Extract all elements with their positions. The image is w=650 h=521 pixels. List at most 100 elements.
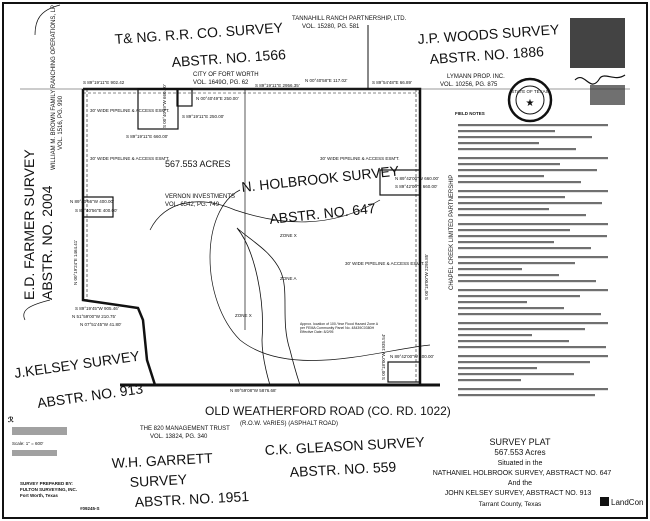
svg-text:S 89°19'11"E 250.00': S 89°19'11"E 250.00' — [182, 114, 224, 119]
field-note-line — [458, 322, 608, 325]
field-note-line — [458, 394, 595, 397]
svg-text:VOL. 13824, PG. 340: VOL. 13824, PG. 340 — [150, 434, 208, 440]
field-note-line — [458, 379, 521, 382]
survey-label-woods: J.P. WOODS SURVEY ABSTR. NO. 1886 — [417, 21, 560, 67]
svg-text:LandCon: LandCon — [611, 498, 643, 507]
surveyor-seal: STATE OF TEXAS ★ — [507, 77, 553, 123]
acreage-label: 567.553 ACRES — [165, 159, 231, 169]
svg-text:THE 820 MANAGEMENT TRUST: THE 820 MANAGEMENT TRUST — [140, 426, 230, 432]
field-note-line — [458, 241, 554, 244]
svg-text:VOL. 10256, PG. 875: VOL. 10256, PG. 875 — [440, 82, 498, 88]
svg-text:ABSTR. NO. 1886: ABSTR. NO. 1886 — [429, 43, 544, 67]
svg-text:S 00°18'00"W 1935.54': S 00°18'00"W 1935.54' — [381, 334, 386, 380]
svg-text:N 89°42'00"W 660.00': N 89°42'00"W 660.00' — [395, 176, 439, 181]
svg-text:N 00°40'49"E 250.00': N 00°40'49"E 250.00' — [196, 96, 239, 101]
svg-text:Fort Worth, Texas: Fort Worth, Texas — [20, 493, 58, 498]
svg-text:S 89°19'11"E 902.42: S 89°19'11"E 902.42 — [83, 80, 125, 85]
surveyor-info — [590, 85, 625, 105]
svg-text:30' WIDE PIPELINE & ACCESS ESM: 30' WIDE PIPELINE & ACCESS ESM'T. — [90, 108, 170, 113]
field-note-line — [458, 223, 608, 226]
plat-title-block: SURVEY PLAT 567.553 Acres Situated in th… — [433, 437, 612, 508]
svg-text:S 89°19'11"E 2956.35': S 89°19'11"E 2956.35' — [255, 83, 300, 88]
field-note-line — [458, 295, 580, 298]
svg-text:LYMANN PROP. INC.: LYMANN PROP. INC. — [447, 74, 505, 80]
svg-text:VOL. 6542, PG. 749: VOL. 6542, PG. 749 — [165, 202, 220, 208]
svg-text:NATHANIEL HOLBROOK SURVEY, ABS: NATHANIEL HOLBROOK SURVEY, ABSTRACT NO. … — [433, 470, 612, 477]
svg-text:ABSTR. NO. 1566: ABSTR. NO. 1566 — [171, 46, 286, 70]
svg-text:S 89°54'48"E 66.89': S 89°54'48"E 66.89' — [372, 80, 412, 85]
svg-text:30' WIDE PIPELINE & ACCESS ESM: 30' WIDE PIPELINE & ACCESS ESM'T. — [320, 156, 400, 161]
svg-text:Scale: 1" = 600': Scale: 1" = 600' — [12, 441, 43, 446]
tract-fort-worth — [176, 88, 193, 107]
easement-labels: 30' WIDE PIPELINE & ACCESS ESM'T. 30' WI… — [90, 108, 425, 266]
field-note-line — [458, 367, 537, 370]
svg-text:E.D. FARMER SURVEY: E.D. FARMER SURVEY — [21, 149, 37, 300]
field-note-line — [458, 340, 569, 343]
svg-text:S 89°42'00"E 660.00': S 89°42'00"E 660.00' — [395, 184, 438, 189]
field-note-line — [458, 208, 549, 211]
field-note-line — [458, 124, 608, 127]
field-note-line — [458, 313, 601, 316]
field-note-line — [458, 190, 608, 193]
flood-zone-curve — [209, 189, 431, 361]
field-note-line — [458, 202, 602, 205]
svg-text:ZONE X: ZONE X — [280, 233, 297, 238]
svg-text:W.H. GARRETT: W.H. GARRETT — [111, 450, 213, 471]
svg-text:Situated in the: Situated in the — [498, 460, 543, 467]
field-note-line — [458, 289, 608, 292]
field-note-line — [458, 307, 564, 310]
field-note-line — [458, 268, 522, 271]
survey-label-farmer: E.D. FARMER SURVEY ABSTR. NO. 2004 — [21, 149, 55, 300]
svg-text:VOL. 15280, PG. 581: VOL. 15280, PG. 581 — [302, 24, 360, 30]
landcon-logo: LandCon — [600, 497, 643, 507]
svg-text:SURVEY PLAT: SURVEY PLAT — [489, 437, 551, 447]
tract-southeast — [387, 361, 421, 383]
field-note-line — [458, 148, 576, 151]
field-notes-body — [458, 124, 608, 397]
legend-notes: ℛ Scale: 1" = 600' — [8, 416, 67, 456]
field-note-line — [458, 262, 575, 265]
svg-text:WILLIAM M. BROWN FAMILY RANCHI: WILLIAM M. BROWN FAMILY RANCHING OPERATI… — [51, 5, 57, 170]
svg-text:N 89°40'56"W 400.00': N 89°40'56"W 400.00' — [70, 199, 114, 204]
svg-text:ZONE A: ZONE A — [280, 276, 297, 281]
flood-zone-boundary — [236, 227, 301, 386]
svg-text:S 89°19'45"W 905.46': S 89°19'45"W 905.46' — [75, 306, 119, 311]
owner-chapel: CHAPEL CREEK LIMITED PARTNERSHIP — [449, 175, 455, 290]
field-note-line — [458, 235, 607, 238]
field-note-line — [458, 130, 555, 133]
svg-text:CITY OF FORT WORTH: CITY OF FORT WORTH — [193, 72, 259, 78]
bearing-labels: S 89°19'11"E 902.42 S 89°19'11"E 2956.35… — [70, 78, 439, 393]
field-note-line — [458, 256, 608, 259]
certification-text — [570, 18, 625, 68]
svg-text:TANNAHILL RANCH PARTNERSHIP, L: TANNAHILL RANCH PARTNERSHIP, LTD. — [292, 16, 407, 22]
field-note-line — [458, 157, 608, 160]
svg-text:567.553 Acres: 567.553 Acres — [494, 448, 545, 457]
svg-text:S 89°40'56"E 400.00': S 89°40'56"E 400.00' — [75, 208, 118, 213]
field-note-line — [458, 163, 560, 166]
field-note-line — [458, 280, 596, 283]
field-note-line — [458, 274, 559, 277]
svg-text:VERNON INVESTMENTS: VERNON INVESTMENTS — [165, 194, 235, 200]
field-note-line — [458, 142, 539, 145]
leader-curve — [149, 199, 381, 231]
field-note-line — [458, 196, 565, 199]
field-note-line — [458, 136, 592, 139]
zone-labels: ZONE X ZONE A ZONE X — [235, 233, 297, 318]
field-notes-title: FIELD NOTES — [455, 111, 485, 116]
svg-text:N 51°59'00"W 210.75': N 51°59'00"W 210.75' — [72, 314, 116, 319]
field-note-line — [458, 175, 544, 178]
svg-text:ABSTR. NO. 2004: ABSTR. NO. 2004 — [39, 185, 55, 300]
signature — [574, 74, 626, 85]
field-note-line — [458, 328, 585, 331]
field-note-line — [458, 373, 574, 376]
preparer-block: SURVEY PREPARED BY: FULTON SURVEYING, IN… — [20, 481, 100, 511]
svg-text:JOHN KELSEY SURVEY, ABSTRACT N: JOHN KELSEY SURVEY, ABSTRACT NO. 913 — [445, 490, 592, 497]
svg-text:ℛ: ℛ — [8, 416, 14, 424]
survey-label-garrett: W.H. GARRETT SURVEY ABSTR. NO. 1951 — [111, 450, 249, 510]
svg-text:ZONE X: ZONE X — [235, 313, 252, 318]
svg-text:And the: And the — [508, 480, 532, 487]
tract-east — [379, 169, 421, 196]
field-note-line — [458, 229, 570, 232]
svg-text:N 00°19'24"E 1464.41': N 00°19'24"E 1464.41' — [73, 240, 78, 285]
